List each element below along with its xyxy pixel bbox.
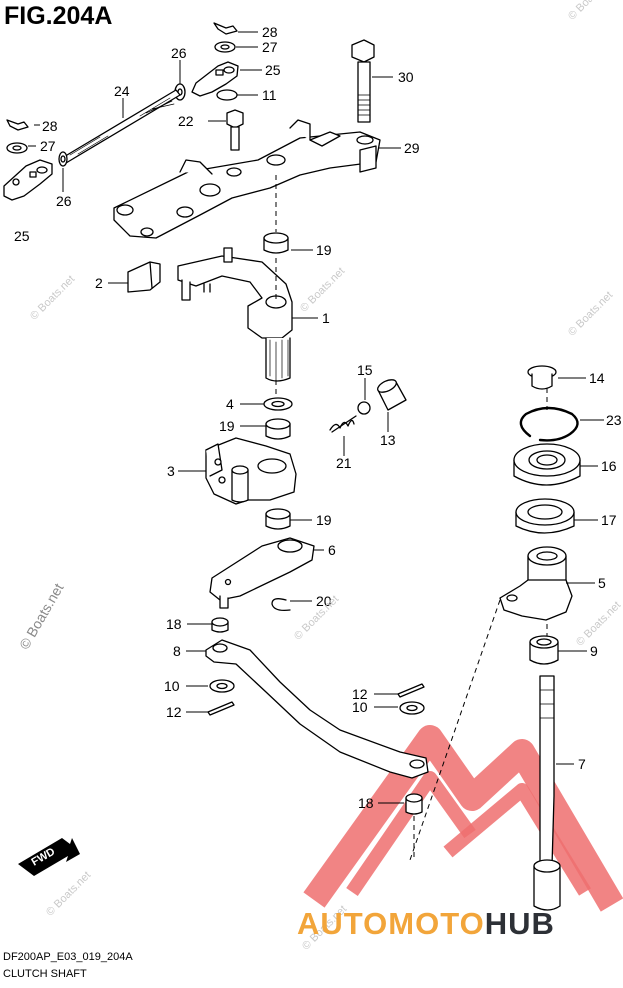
part-10-washer-right bbox=[399, 701, 425, 715]
figure-title: FIG.204A bbox=[4, 2, 113, 30]
callout-9: 9 bbox=[590, 643, 598, 659]
callout-10-right: 10 bbox=[352, 699, 368, 715]
part-19-bushing-upper bbox=[263, 232, 289, 254]
callout-19-upper: 19 bbox=[316, 242, 332, 258]
part-5-housing bbox=[499, 546, 573, 621]
part-22-bolt bbox=[226, 109, 244, 151]
part-4-washer bbox=[263, 397, 293, 411]
callout-21: 21 bbox=[336, 455, 352, 471]
part-21-spring bbox=[329, 415, 357, 433]
part-28-clip-top bbox=[213, 22, 238, 35]
callout-29: 29 bbox=[404, 140, 420, 156]
part-1-clutch-lever bbox=[177, 247, 293, 382]
callout-27-top: 27 bbox=[262, 39, 278, 55]
callout-2: 2 bbox=[95, 275, 103, 291]
part-10-washer-left bbox=[209, 679, 235, 693]
callout-11: 11 bbox=[262, 87, 277, 103]
part-3-housing bbox=[205, 437, 297, 505]
part-15-ball bbox=[357, 401, 371, 415]
brand-triangle-logo bbox=[303, 725, 623, 912]
callout-12-right: 12 bbox=[352, 686, 368, 702]
figure-caption: CLUTCH SHAFT bbox=[3, 968, 87, 980]
callout-27-left: 27 bbox=[40, 138, 56, 154]
part-9-bushing bbox=[529, 635, 559, 665]
brand-part2: HUB bbox=[484, 906, 555, 941]
part-29-bracket bbox=[113, 119, 381, 239]
callout-12-left: 12 bbox=[166, 704, 182, 720]
part-20-eclip bbox=[271, 598, 291, 612]
callout-13: 13 bbox=[380, 432, 396, 448]
callout-28-top: 28 bbox=[262, 24, 278, 40]
fwd-arrow-icon: FWD bbox=[18, 838, 80, 876]
callout-18-lower: 18 bbox=[358, 795, 374, 811]
callout-15: 15 bbox=[357, 362, 373, 378]
callout-22: 22 bbox=[178, 113, 194, 129]
callout-30: 30 bbox=[398, 69, 414, 85]
part-12-pin-right bbox=[397, 683, 425, 698]
part-25-rod-end-top bbox=[191, 61, 239, 97]
part-18-bushing-lower bbox=[405, 793, 423, 815]
brand-logo: AUTOMOTOHUB bbox=[297, 906, 555, 942]
callout-20: 20 bbox=[316, 593, 332, 609]
callout-4: 4 bbox=[226, 396, 234, 412]
callout-leaders bbox=[28, 31, 604, 804]
brand-part1: AUTOMOTO bbox=[297, 906, 485, 941]
callout-3: 3 bbox=[167, 463, 175, 479]
callout-23: 23 bbox=[606, 412, 622, 428]
part-12-pin-left bbox=[207, 701, 235, 716]
callout-28-left: 28 bbox=[42, 118, 58, 134]
callout-labels: 28 27 26 25 11 30 24 22 29 28 27 26 25 1… bbox=[14, 24, 622, 811]
callout-25-top: 25 bbox=[265, 62, 281, 78]
part-19-bushing-mid bbox=[265, 418, 291, 440]
callout-19-mid: 19 bbox=[219, 418, 235, 434]
callout-24: 24 bbox=[114, 83, 130, 99]
assembly-centerlines bbox=[275, 175, 548, 861]
part-28-clip-left bbox=[6, 119, 29, 131]
part-11-washer bbox=[216, 89, 238, 101]
part-2-clip bbox=[127, 261, 161, 293]
part-23-snap-ring bbox=[519, 406, 579, 442]
callout-7: 7 bbox=[578, 756, 586, 772]
callout-1: 1 bbox=[322, 310, 330, 326]
callout-18-upper: 18 bbox=[166, 616, 182, 632]
part-8-link bbox=[205, 639, 429, 779]
callout-17: 17 bbox=[601, 512, 617, 528]
part-7-shaft bbox=[533, 675, 561, 911]
part-17-seal bbox=[515, 498, 575, 534]
callout-19-lower: 19 bbox=[316, 512, 332, 528]
part-16-bearing bbox=[513, 443, 581, 486]
part-30-bolt bbox=[351, 39, 375, 123]
part-6-arm bbox=[209, 537, 315, 609]
callout-10-left: 10 bbox=[164, 678, 180, 694]
figure-code: DF200AP_E03_019_204A bbox=[3, 951, 133, 963]
part-13-sleeve bbox=[377, 379, 407, 411]
callout-5: 5 bbox=[598, 575, 606, 591]
callout-8: 8 bbox=[173, 643, 181, 659]
part-24-threaded-rod bbox=[61, 89, 181, 164]
callout-26-top: 26 bbox=[171, 45, 187, 61]
callout-25-left: 25 bbox=[14, 228, 30, 244]
part-14-plug bbox=[527, 365, 557, 390]
callout-14: 14 bbox=[589, 370, 605, 386]
part-19-bushing-lower bbox=[265, 508, 291, 530]
callout-26-left: 26 bbox=[56, 193, 72, 209]
callout-16: 16 bbox=[601, 458, 617, 474]
part-26-nut-left bbox=[58, 151, 68, 167]
callout-6: 6 bbox=[328, 542, 336, 558]
part-25-rod-end-left bbox=[3, 159, 53, 201]
part-18-bushing-upper bbox=[211, 617, 229, 633]
